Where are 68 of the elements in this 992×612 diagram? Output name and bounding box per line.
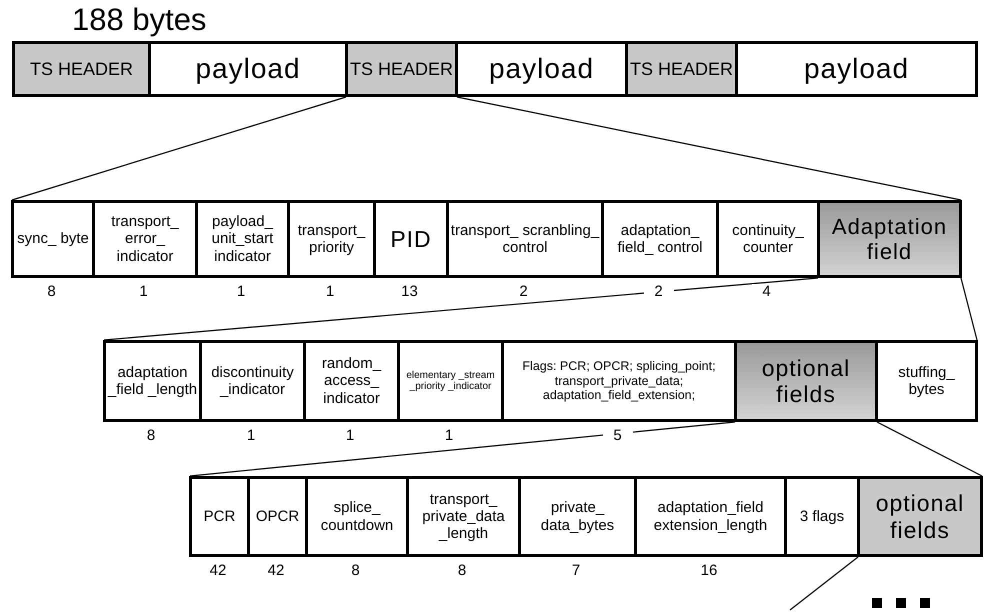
field-cell	[195, 200, 290, 278]
field-name: optional fields	[760, 354, 852, 408]
expansion-line	[876, 421, 982, 477]
field-name: optional fields	[874, 490, 966, 543]
field-name: Adaptation field	[830, 214, 948, 264]
expansion-line	[960, 278, 978, 340]
field-name: elementary _stream _priority _indicator	[405, 370, 496, 392]
field-cell	[716, 200, 820, 278]
field-name: stuffing_ bytes	[897, 364, 956, 398]
field-cell	[518, 476, 637, 557]
field-name: payload	[802, 52, 910, 86]
field-name: adaptation_ field_ control	[616, 222, 704, 256]
field-name: payload	[194, 52, 302, 86]
expandable-cell	[817, 200, 962, 278]
field-cell	[446, 200, 604, 278]
field-name: TS HEADER	[28, 58, 134, 80]
field-name: transport_ error_ indicator	[110, 213, 180, 265]
field-cell	[455, 41, 628, 97]
field-name: private_ data_bytes	[540, 499, 616, 534]
expansion-line	[790, 556, 858, 610]
dimension-label: 188 bytes	[72, 2, 206, 38]
field-name: payload	[488, 52, 596, 86]
field-cell	[303, 340, 400, 422]
field-cell	[784, 476, 860, 557]
field-cell	[148, 41, 348, 97]
field-name: transport_ priority	[296, 222, 366, 256]
field-cell	[601, 200, 719, 278]
field-cell	[875, 340, 978, 422]
field-cell	[397, 340, 504, 422]
field-cell	[735, 41, 978, 97]
field-cell	[406, 476, 521, 557]
header-cell	[857, 476, 983, 557]
field-name: Flags: PCR; OPCR; splicing_point; transport_private_data; adaptation_field_extension;	[521, 359, 717, 403]
field-name: TS HEADER	[628, 58, 734, 80]
field-cell	[305, 476, 409, 557]
expansion-line	[104, 277, 818, 341]
field-cell	[501, 340, 737, 422]
field-name: transport_ private_data _length	[421, 490, 506, 542]
field-name: splice_ countdown	[320, 499, 394, 534]
field-cell	[11, 200, 95, 278]
field-cell	[189, 476, 250, 557]
expansion-line	[190, 421, 736, 477]
field-name: sync_ byte	[16, 230, 90, 248]
field-name: random_ access_ indicator	[320, 355, 382, 407]
field-cell	[287, 200, 376, 278]
field-name: PID	[389, 226, 433, 252]
expansion-line	[12, 96, 346, 201]
field-cell	[92, 200, 198, 278]
header-cell	[345, 41, 458, 97]
field-name: payload_ unit_start indicator	[210, 213, 274, 265]
field-name: TS HEADER	[348, 58, 454, 80]
field-name: transport_ scranbling_ control	[450, 222, 600, 256]
expansion-line	[456, 96, 962, 201]
field-name: adaptation _field _length	[106, 364, 198, 398]
field-name: PCR	[202, 508, 236, 526]
expandable-cell	[734, 340, 878, 422]
field-name: discontinuity _indicator	[210, 364, 295, 398]
field-cell	[199, 340, 306, 422]
field-cell	[103, 340, 202, 422]
field-name: adaptation_field extension_length	[652, 499, 768, 534]
header-cell	[12, 41, 151, 97]
field-name: 3 flags	[798, 508, 846, 526]
field-cell	[373, 200, 449, 278]
header-cell	[625, 41, 738, 97]
field-cell	[247, 476, 308, 557]
field-name: OPCR	[254, 508, 300, 526]
field-cell	[634, 476, 787, 557]
field-name: continuity_ counter	[731, 222, 805, 256]
